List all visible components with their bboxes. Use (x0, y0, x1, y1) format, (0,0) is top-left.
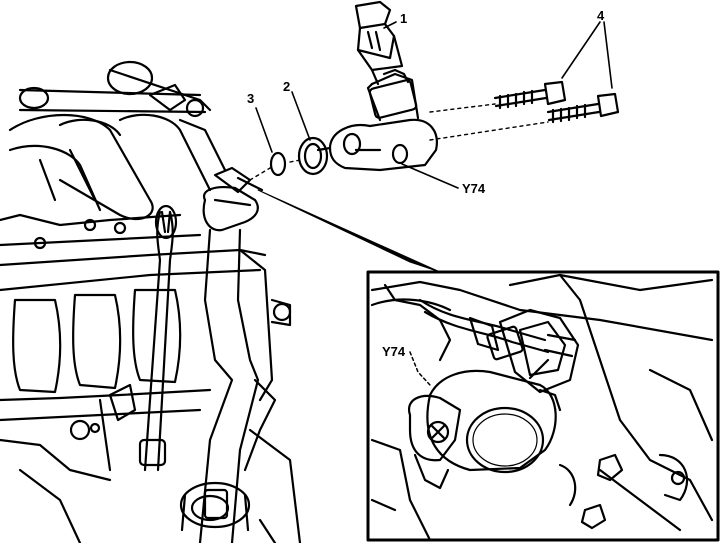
inset-detail (366, 270, 720, 542)
y74-solenoid-valve (316, 68, 438, 172)
label-part-2: 2 (283, 79, 291, 94)
dipstick-tube (138, 204, 178, 472)
label-y74-main: Y74 (462, 181, 486, 196)
label-y74-inset: Y74 (382, 344, 406, 359)
bolts-4 (429, 80, 620, 141)
filler-neck (198, 186, 260, 543)
lower-pulley (179, 428, 302, 543)
label-part-1: 1 (400, 11, 408, 26)
o-ring-2 (297, 136, 329, 176)
leader-lines (255, 21, 613, 189)
solenoid-port (213, 166, 264, 194)
connector-1 (354, 0, 404, 86)
engine-block (0, 248, 292, 543)
label-part-3: 3 (247, 91, 255, 106)
engine-intake-manifold (0, 60, 227, 250)
seal-ring-3 (269, 151, 287, 177)
label-part-4: 4 (597, 8, 605, 23)
zoom-wedge (257, 189, 441, 273)
